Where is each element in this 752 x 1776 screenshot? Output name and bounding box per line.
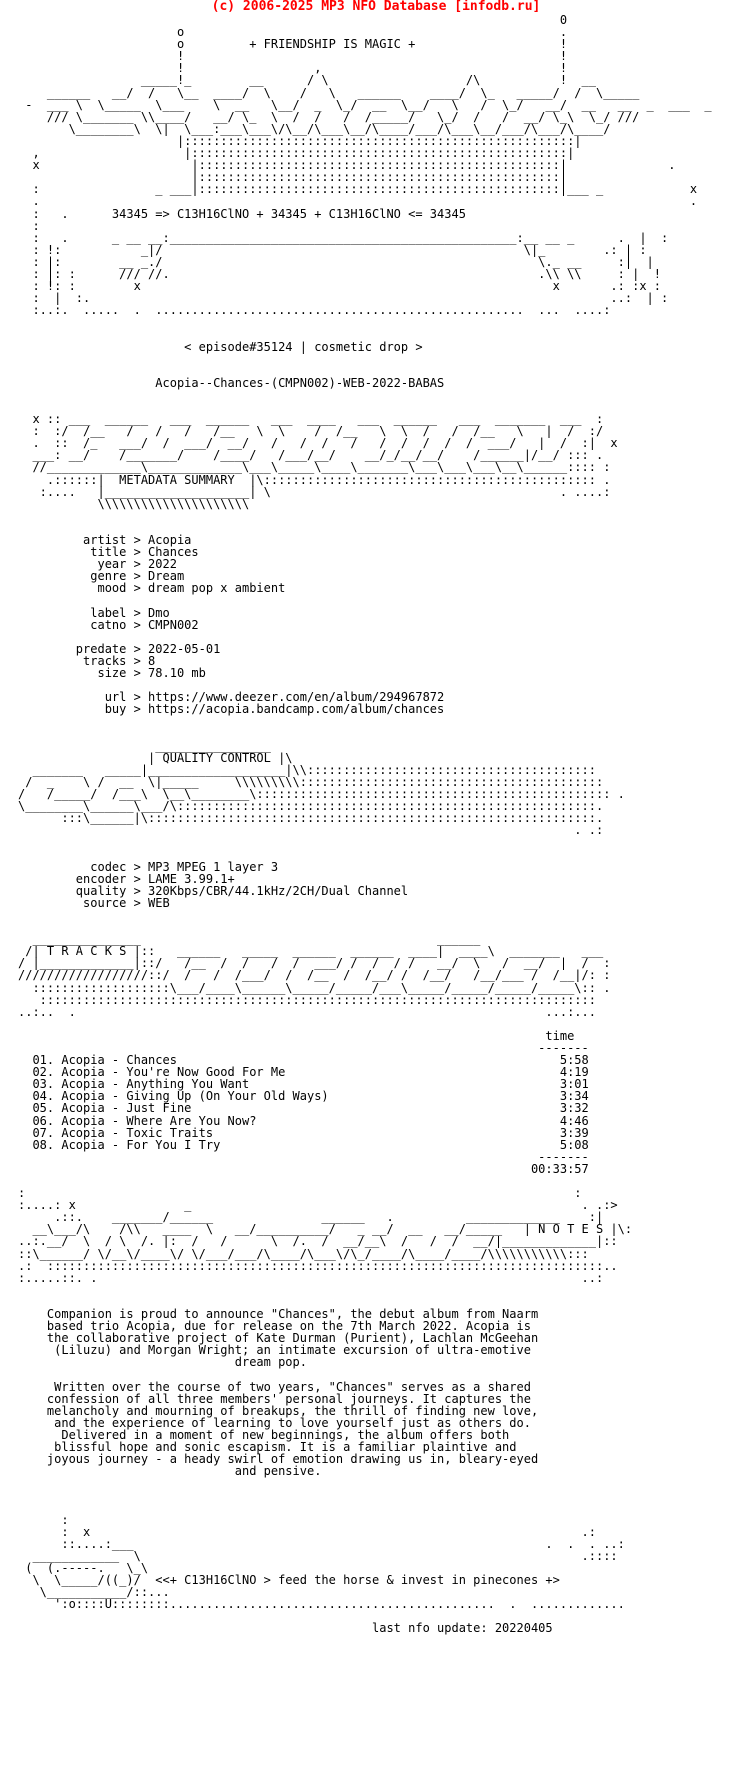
nfo-database-header: (c) 2006-2025 MP3 NFO Database [infodb.r… bbox=[211, 0, 541, 14]
nfo-ascii-document: 0 o . o + FRIENDSHIP IS MAGIC + ! ! bbox=[18, 13, 712, 1636]
